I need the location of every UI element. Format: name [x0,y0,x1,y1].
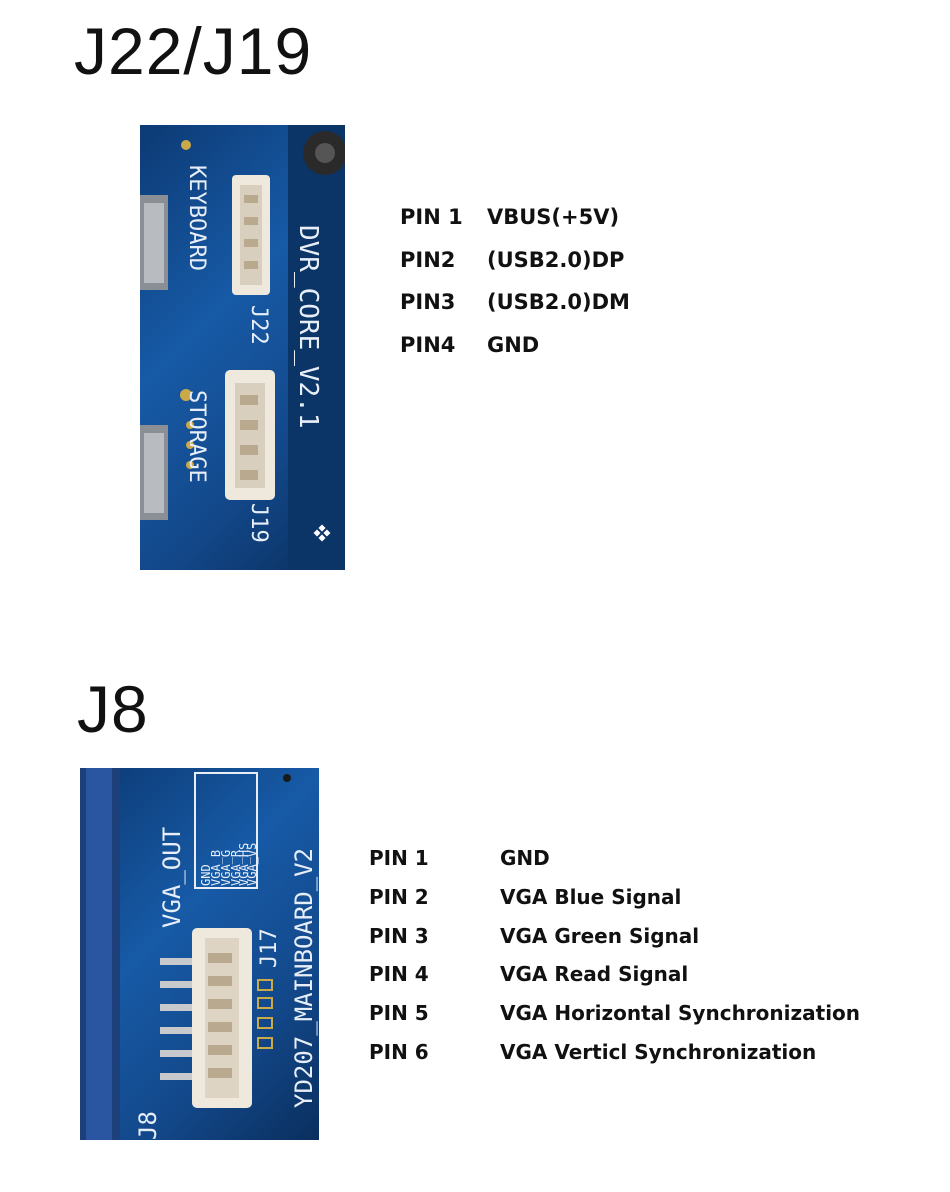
pin-table-j8: PIN 1 GND PIN 2 VGA Blue Signal PIN 3 VG… [369,846,869,1076]
pin-label: PIN2 [400,248,456,272]
pin-label: PIN 2 [369,885,429,909]
silk-dvr-core: DVR_CORE_V2.1 [293,225,323,429]
pin-value: VGA Blue Signal [500,885,682,909]
silk-mainboard: YD207_MAINBOARD_V2 [290,848,318,1108]
pin-value: GND [500,846,550,870]
pin-value: VBUS(+5V) [487,205,620,229]
pin-value: VGA Verticl Synchronization [500,1040,817,1064]
silk-j22: J22 [246,305,271,345]
silk-j17: J17 [257,928,282,968]
silk-gnd: GND [199,864,213,886]
pin-value: VGA Horizontal Synchronization [500,1001,861,1025]
board-photo-j8: VGA_OUT J17 YD207_MAINBOARD_V2 J8 GND VG… [80,768,319,1140]
silk-vga-r: VGA_R [229,849,243,886]
section-title-j22-j19: J22/J19 [74,14,313,88]
pin-value: VGA Green Signal [500,924,700,948]
silk-vga-b: VGA_B [209,850,223,886]
silk-storage: STORAGE [184,390,209,483]
pin-value: (USB2.0)DP [487,248,625,272]
pin-value: (USB2.0)DM [487,290,630,314]
pin-value: VGA Read Signal [500,962,689,986]
pin-label: PIN 6 [369,1040,429,1064]
pin-label: PIN3 [400,290,456,314]
silk-keyboard: KEYBOARD [184,165,209,271]
silk-j19: J19 [246,503,271,543]
pin-label: PIN 5 [369,1001,429,1025]
pin-label: PIN 3 [369,924,429,948]
pin-label: PIN 1 [400,205,463,229]
section-title-j8: J8 [77,672,149,746]
pin-label: PIN 1 [369,846,429,870]
board-photo-j22-j19: KEYBOARD J22 STORAGE J19 DVR_CORE_V2.1 [140,125,345,570]
silk-vga-g: VGA_G [219,850,233,886]
pin-table-j22-j19: PIN 1 VBUS(+5V) PIN2 (USB2.0)DP PIN3 (US… [400,205,720,375]
silk-j8: J8 [134,1111,162,1140]
silk-vga-hs: VGA_HS [237,843,251,886]
pin-label: PIN 4 [369,962,429,986]
pin-label: PIN4 [400,333,456,357]
silk-vga-out: VGA_OUT [158,827,186,928]
pin-value: GND [487,333,540,357]
silk-vga-vs: VGA_VS [245,843,259,886]
